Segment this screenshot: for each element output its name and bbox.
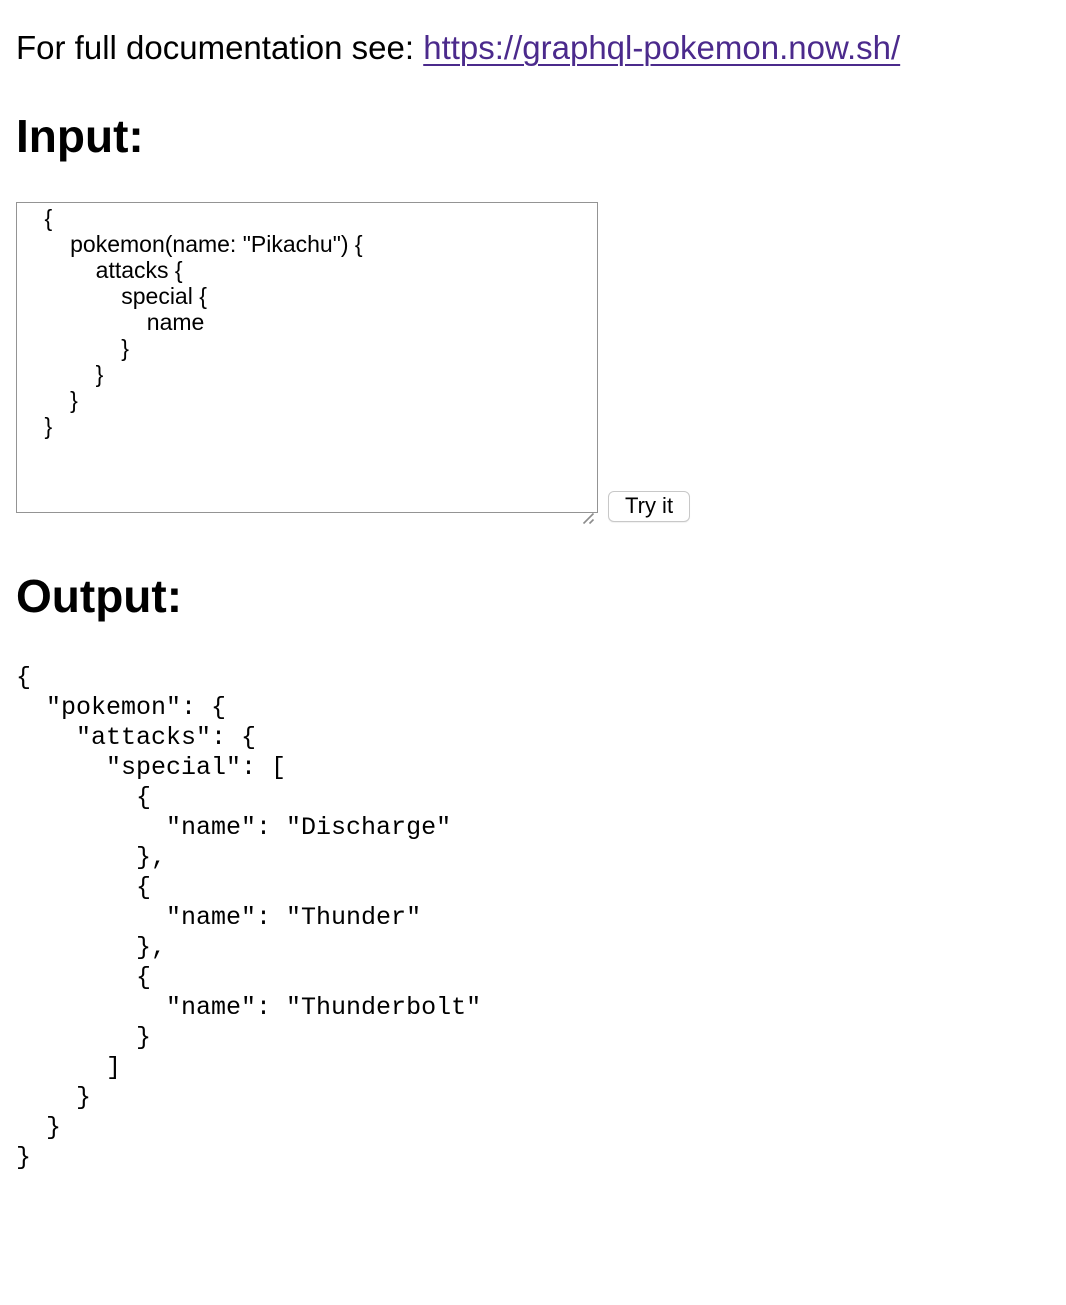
documentation-line: For full documentation see: https://grap…: [16, 29, 1050, 67]
query-editor-row: { pokemon(name: "Pikachu") { attacks { s…: [16, 202, 1050, 525]
documentation-link[interactable]: https://graphql-pokemon.now.sh/: [423, 29, 901, 66]
documentation-line-text: For full documentation see:: [16, 29, 424, 66]
output-heading: Output:: [16, 570, 183, 622]
output-json: { "pokemon": { "attacks": { "special": […: [16, 663, 482, 1172]
query-textarea-wrap: { pokemon(name: "Pikachu") { attacks { s…: [16, 202, 598, 525]
query-input[interactable]: { pokemon(name: "Pikachu") { attacks { s…: [16, 202, 598, 513]
try-it-button[interactable]: Try it: [608, 491, 691, 522]
input-heading: Input:: [16, 110, 144, 162]
resize-grip-icon[interactable]: [580, 495, 595, 525]
